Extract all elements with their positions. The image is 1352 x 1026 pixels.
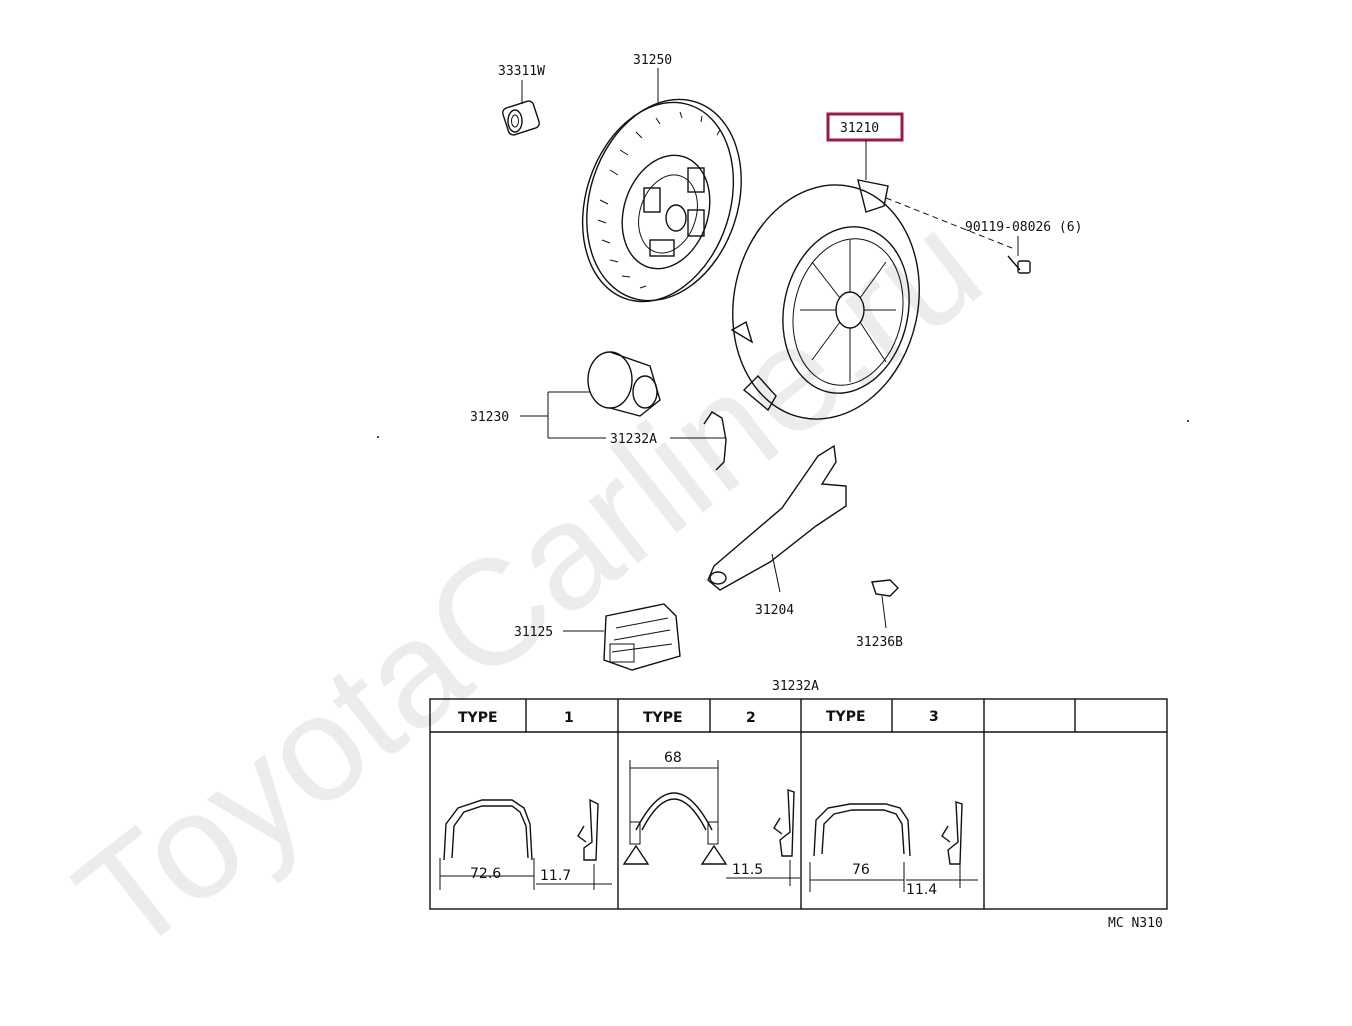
label-31250: 31250: [633, 53, 672, 68]
highlight-box: [826, 112, 904, 142]
dim-t1-width: 72.6: [470, 866, 501, 882]
release-fork-boot[interactable]: 31125: [514, 603, 681, 671]
clip-type-2-drawing: 68 11.5: [622, 750, 800, 886]
dim-t3-depth: 11.4: [906, 882, 937, 898]
label-33311W: 33311W: [498, 64, 545, 79]
type-value-3: 3: [929, 709, 939, 725]
type-header-3: TYPE: [826, 709, 866, 725]
bolt[interactable]: 90119-08026 (6): [885, 197, 1082, 274]
pilot-bearing[interactable]: 33311W: [498, 64, 545, 136]
diagram-code: MC N310: [1108, 916, 1163, 931]
clip-type-3-drawing: 76 11.4: [809, 801, 978, 898]
release-bearing[interactable]: 31230: [470, 351, 661, 439]
label-90119-08026: 90119-08026 (6): [965, 220, 1082, 235]
dim-t2-depth: 11.5: [732, 862, 763, 878]
label-31125: 31125: [514, 625, 553, 640]
type-value-1: 1: [564, 710, 574, 726]
dim-t3-width: 76: [852, 862, 870, 878]
clip-type-table: 31232A TYPE 1 TYPE 2 TYPE 3 72.6 11.7: [429, 679, 1168, 910]
label-31230: 31230: [470, 410, 509, 425]
dim-t1-depth: 11.7: [540, 868, 571, 884]
dim-t2-width: 68: [664, 750, 682, 766]
type-header-1: TYPE: [458, 710, 498, 726]
label-31210: 31210: [840, 121, 879, 136]
clip-type-1-drawing: 72.6 11.7: [439, 798, 612, 890]
release-fork[interactable]: 31204: [707, 444, 847, 618]
type-header-2: TYPE: [643, 710, 683, 726]
label-31236B: 31236B: [856, 635, 903, 650]
clutch-disc[interactable]: 31250: [558, 53, 766, 321]
type-value-2: 2: [746, 710, 756, 726]
clutch-cover-assembly[interactable]: 31210: [711, 112, 940, 437]
label-31204: 31204: [755, 603, 794, 618]
label-31232A: 31232A: [610, 432, 657, 447]
fork-support[interactable]: 31236B: [856, 579, 903, 650]
table-title: 31232A: [772, 679, 819, 694]
clip-31232A[interactable]: 31232A: [610, 411, 727, 471]
